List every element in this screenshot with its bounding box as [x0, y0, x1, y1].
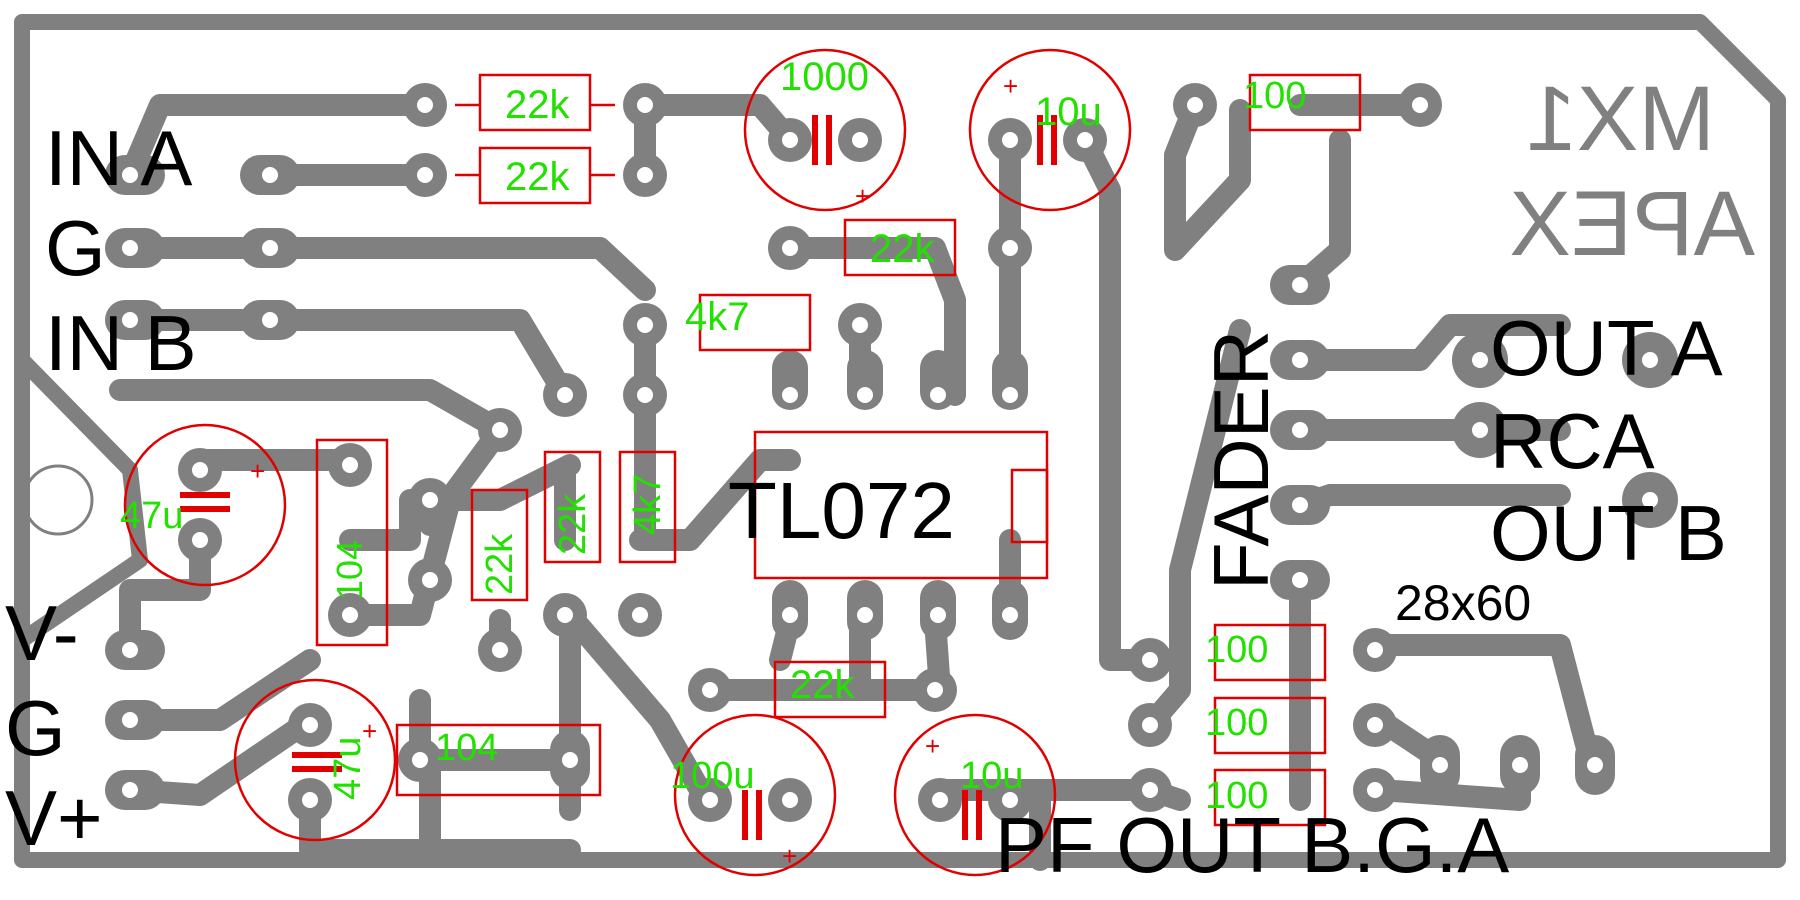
c4-outline — [315, 438, 389, 647]
label-v-plus: V+ — [5, 774, 103, 862]
ic-part-label: TL072 — [728, 466, 955, 555]
r3-value: 22k — [870, 227, 935, 271]
pad-g-bottom — [105, 700, 165, 740]
r8-outline — [773, 660, 887, 719]
board-outline — [14, 14, 1786, 868]
silkscreen: + + + + + + — [123, 48, 1362, 877]
c8-value: 10u — [960, 755, 1023, 797]
pad-g-top — [105, 228, 165, 268]
c5-outline — [233, 678, 397, 842]
r3-outline — [843, 218, 957, 277]
r4-value: 4k7 — [685, 295, 750, 339]
c1-outline — [743, 48, 907, 212]
pad-v-minus — [105, 630, 165, 670]
label-out-b: OUT B — [1490, 489, 1727, 577]
label-in-b: IN B — [45, 299, 197, 387]
board-labels: IN A G IN B V- G V+ TL072 FADER OUT A RC… — [5, 114, 1727, 889]
c4-value: 104 — [329, 540, 370, 600]
ic-pads — [772, 350, 1028, 640]
label-pf-out: PF OUT B.G.A — [995, 801, 1509, 889]
r5-outline — [470, 488, 529, 602]
pad-v-plus — [105, 770, 165, 810]
r10-value: 100 — [1205, 629, 1268, 671]
c2-outline — [968, 48, 1132, 212]
mounting-hole — [22, 464, 94, 536]
label-rca: RCA — [1490, 397, 1655, 485]
c3-outline — [123, 423, 287, 587]
c7-value: 100u — [670, 755, 755, 797]
r1-value: 22k — [505, 83, 570, 127]
r6-outline — [543, 450, 602, 564]
r12-outline — [1213, 768, 1327, 827]
label-v-minus: V- — [5, 589, 79, 677]
r2-value: 22k — [505, 155, 570, 199]
pad-in-b — [105, 300, 165, 340]
r1-outline — [478, 73, 592, 132]
label-out-a: OUT A — [1490, 304, 1723, 392]
c7-outline — [673, 713, 837, 877]
r10-outline — [1213, 623, 1327, 682]
label-g-bottom: G — [5, 684, 66, 772]
r11-value: 100 — [1205, 702, 1268, 744]
label-in-a: IN A — [45, 114, 192, 202]
label-g-top: G — [45, 204, 106, 292]
r6-value: 22k — [552, 493, 594, 555]
r12-value: 100 — [1205, 775, 1268, 817]
c1-value: 1000 — [780, 55, 869, 99]
svg-text:+: + — [362, 716, 377, 746]
mirrored-title: MX1 APEX — [1510, 68, 1755, 275]
r9-value: 100 — [1243, 75, 1306, 117]
component-values: 22k 22k 22k 4k7 100 22k 22k 4k7 22k 100 … — [120, 55, 1306, 817]
c6-value: 104 — [435, 727, 498, 769]
svg-text:+: + — [250, 456, 265, 486]
c8-outline — [893, 713, 1057, 877]
r7-outline — [618, 450, 677, 564]
pad-in-a — [105, 155, 165, 195]
r4-outline — [698, 293, 812, 352]
r9-outline — [1248, 73, 1362, 132]
ic-notch — [1010, 468, 1049, 544]
c2-value: 10u — [1035, 90, 1102, 134]
board-size-note: 28x60 — [1395, 575, 1531, 631]
svg-text:+: + — [925, 731, 940, 761]
r7-value: 4k7 — [627, 474, 669, 535]
mirrored-title-line1: MX1 — [1526, 68, 1715, 170]
r11-outline — [1213, 696, 1327, 755]
r5-value: 22k — [479, 533, 521, 595]
c6-outline — [395, 723, 602, 797]
c5-value: 47u — [327, 737, 369, 800]
copper-pads — [105, 83, 1678, 822]
label-fader: FADER — [1197, 330, 1285, 590]
r8-value: 22k — [790, 663, 855, 707]
svg-text:+: + — [782, 841, 797, 871]
mirrored-title-line2: APEX — [1510, 173, 1755, 275]
svg-text:+: + — [1003, 71, 1018, 101]
c3-value: 47u — [120, 495, 183, 537]
svg-text:+: + — [855, 181, 870, 211]
